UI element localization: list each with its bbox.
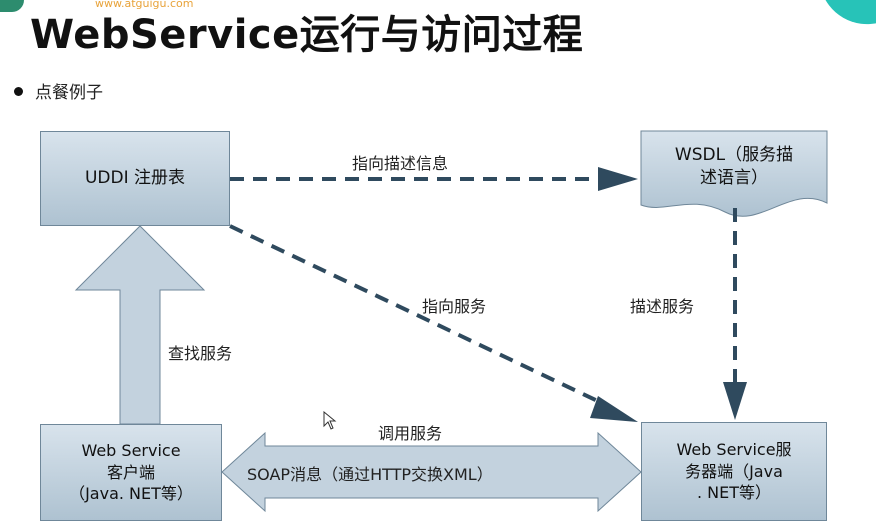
client-label: Web Service 客户端 （Java. NET等） (69, 441, 193, 504)
uddi-to-server-arrowhead (590, 396, 638, 422)
page-title: WebService运行与访问过程 (30, 12, 584, 58)
server-box: Web Service服 务器端（Java . NET等） (641, 422, 827, 521)
mouse-cursor-icon (323, 411, 337, 430)
soap-message-label: SOAP消息（通过HTTP交换XML） (247, 465, 493, 484)
find-service-label: 查找服务 (168, 344, 233, 363)
wsdl-to-server-arrowhead (723, 382, 747, 420)
uddi-to-wsdl-arrowhead (598, 167, 638, 191)
wsdl-box: WSDL（服务描 述语言） (641, 131, 827, 203)
uddi-to-server-dashed-arrow (229, 224, 607, 407)
invoke-service-label: 调用服务 (378, 424, 443, 443)
find-service-block-arrow (74, 225, 206, 425)
bullet-text: 点餐例子 (35, 83, 103, 103)
describe-service-label: 描述服务 (630, 297, 695, 316)
wsdl-label: WSDL（服务描 述语言） (674, 145, 794, 188)
uddi-registry-box: UDDI 注册表 (40, 131, 230, 226)
corner-decoration-left (0, 0, 24, 12)
uddi-registry-label: UDDI 注册表 (84, 168, 186, 189)
point-to-description-label: 指向描述信息 (352, 154, 449, 173)
server-label: Web Service服 务器端（Java . NET等） (676, 440, 792, 503)
bullet-item: 点餐例子 (14, 78, 103, 103)
wsdl-document-shape (640, 130, 828, 217)
bullet-dot-icon (14, 86, 23, 96)
client-box: Web Service 客户端 （Java. NET等） (40, 424, 222, 521)
site-tag: www.atguigu.com (95, 0, 194, 10)
point-to-service-label: 指向服务 (422, 297, 487, 316)
